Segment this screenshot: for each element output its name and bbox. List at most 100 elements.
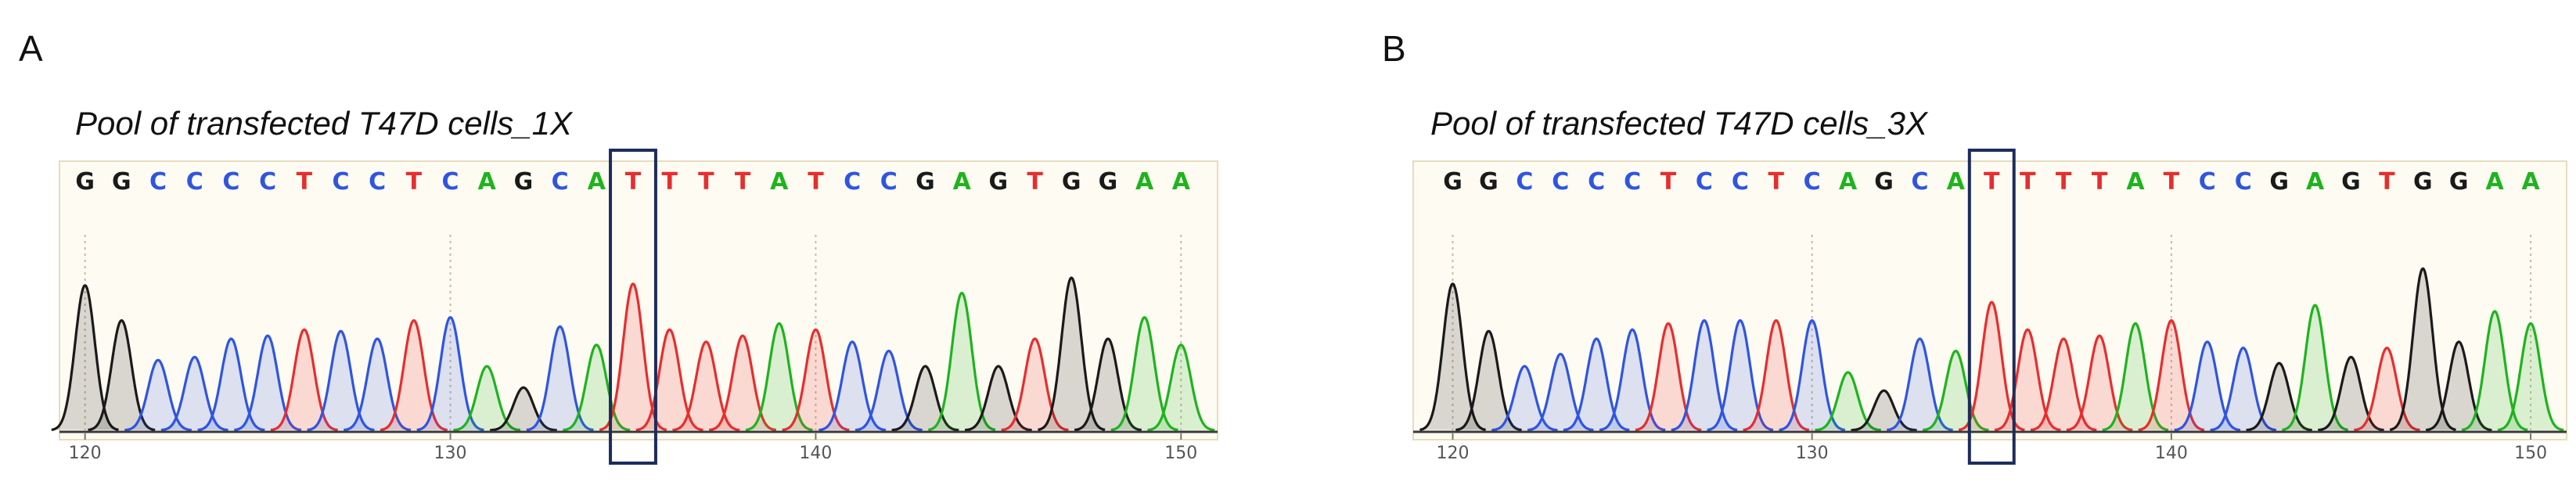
peak-g [1419, 282, 1487, 431]
base-call: T [661, 168, 678, 196]
panel-title: Pool of transfected T47D cells_1X [75, 105, 574, 142]
base-call: T [2164, 168, 2180, 196]
base-call: G [1443, 168, 1462, 196]
peak-g [1850, 389, 1918, 432]
base-call: A [953, 168, 972, 196]
peak-c [2173, 340, 2241, 432]
base-call: C [1732, 168, 1749, 196]
peak-c [343, 337, 412, 432]
base-call: C [1696, 168, 1713, 196]
peak-t [2353, 347, 2421, 432]
peak-t [1635, 322, 1702, 432]
peak-g [2389, 267, 2457, 431]
peak-a [2497, 322, 2564, 432]
base-call: T [808, 168, 824, 196]
base-call: A [588, 168, 606, 196]
tick-label: 150 [2514, 444, 2547, 463]
peak-c [854, 350, 923, 432]
tick-label: 120 [1437, 444, 1470, 463]
base-call: C [332, 168, 349, 196]
base-call: A [2521, 168, 2540, 196]
peak-a [1922, 350, 1990, 432]
peak-a [452, 365, 521, 432]
base-call: T [1660, 168, 1677, 196]
peak-c [1886, 337, 1954, 432]
peak-g [890, 365, 960, 432]
peak-c [306, 329, 376, 432]
base-call: T [698, 168, 714, 196]
base-call: A [1839, 168, 1858, 196]
peak-c [196, 337, 265, 432]
base-call: C [1624, 168, 1641, 196]
base-call: C [552, 168, 569, 196]
base-call: C [369, 168, 386, 196]
peak-a [2102, 322, 2169, 432]
base-call: A [2126, 168, 2145, 196]
base-call: T [735, 168, 751, 196]
peak-t [2138, 319, 2205, 432]
peak-g [1037, 276, 1106, 431]
peak-g [2317, 355, 2385, 432]
base-call: T [2056, 168, 2072, 196]
peak-g [964, 365, 1033, 432]
base-call: C [1804, 168, 1821, 196]
base-call: G [2413, 168, 2433, 196]
base-call: G [2269, 168, 2289, 196]
peak-t [270, 328, 339, 432]
panel-title: Pool of transfected T47D cells_3X [1430, 105, 1929, 142]
peak-c [1778, 319, 1846, 432]
base-call: G [1874, 168, 1894, 196]
panel-letter: B [1382, 28, 1406, 69]
peak-a [745, 322, 814, 432]
peak-t [781, 328, 850, 432]
peak-t [2030, 337, 2097, 432]
peak-g [51, 284, 120, 431]
tick-label: 140 [799, 444, 832, 463]
peak-c [1527, 352, 1595, 432]
peak-t [671, 340, 740, 432]
base-call: G [916, 168, 935, 196]
base-call: T [406, 168, 423, 196]
peak-g [1455, 329, 1523, 432]
peak-c [1707, 319, 1774, 432]
peak-c [233, 334, 302, 432]
peak-c [416, 316, 485, 432]
highlight-box [609, 149, 657, 465]
peak-t [1742, 319, 1810, 432]
base-call: C [442, 168, 459, 196]
peak-c [1671, 319, 1738, 432]
base-call: G [1099, 168, 1118, 196]
tick-label: 130 [434, 444, 467, 463]
peak-g [489, 386, 558, 432]
peak-g [2425, 340, 2493, 432]
peak-t [708, 334, 777, 432]
base-call: T [1984, 168, 2000, 196]
peak-a [1814, 371, 1882, 432]
base-call: C [1552, 168, 1569, 196]
base-call: T [297, 168, 313, 196]
peak-g [1074, 337, 1142, 432]
peak-c [818, 340, 887, 432]
peak-a [2461, 310, 2529, 432]
base-call: C [880, 168, 898, 196]
base-call: C [1911, 168, 1928, 196]
peak-a [1110, 316, 1179, 432]
base-call: A [1172, 168, 1191, 196]
peak-t [1994, 328, 2062, 432]
peak-a [2281, 304, 2349, 432]
tick-label: 150 [1164, 444, 1197, 463]
base-call: C [1516, 168, 1533, 196]
peak-t [2066, 334, 2133, 432]
base-call: A [2486, 168, 2505, 196]
base-call: C [1588, 168, 1605, 196]
peak-c [526, 325, 595, 432]
panel-letter: A [19, 28, 43, 69]
tick-label: 140 [2155, 444, 2188, 463]
base-call: C [222, 168, 239, 196]
base-call: A [478, 168, 497, 196]
base-call: G [989, 168, 1009, 196]
base-call: G [75, 168, 95, 196]
